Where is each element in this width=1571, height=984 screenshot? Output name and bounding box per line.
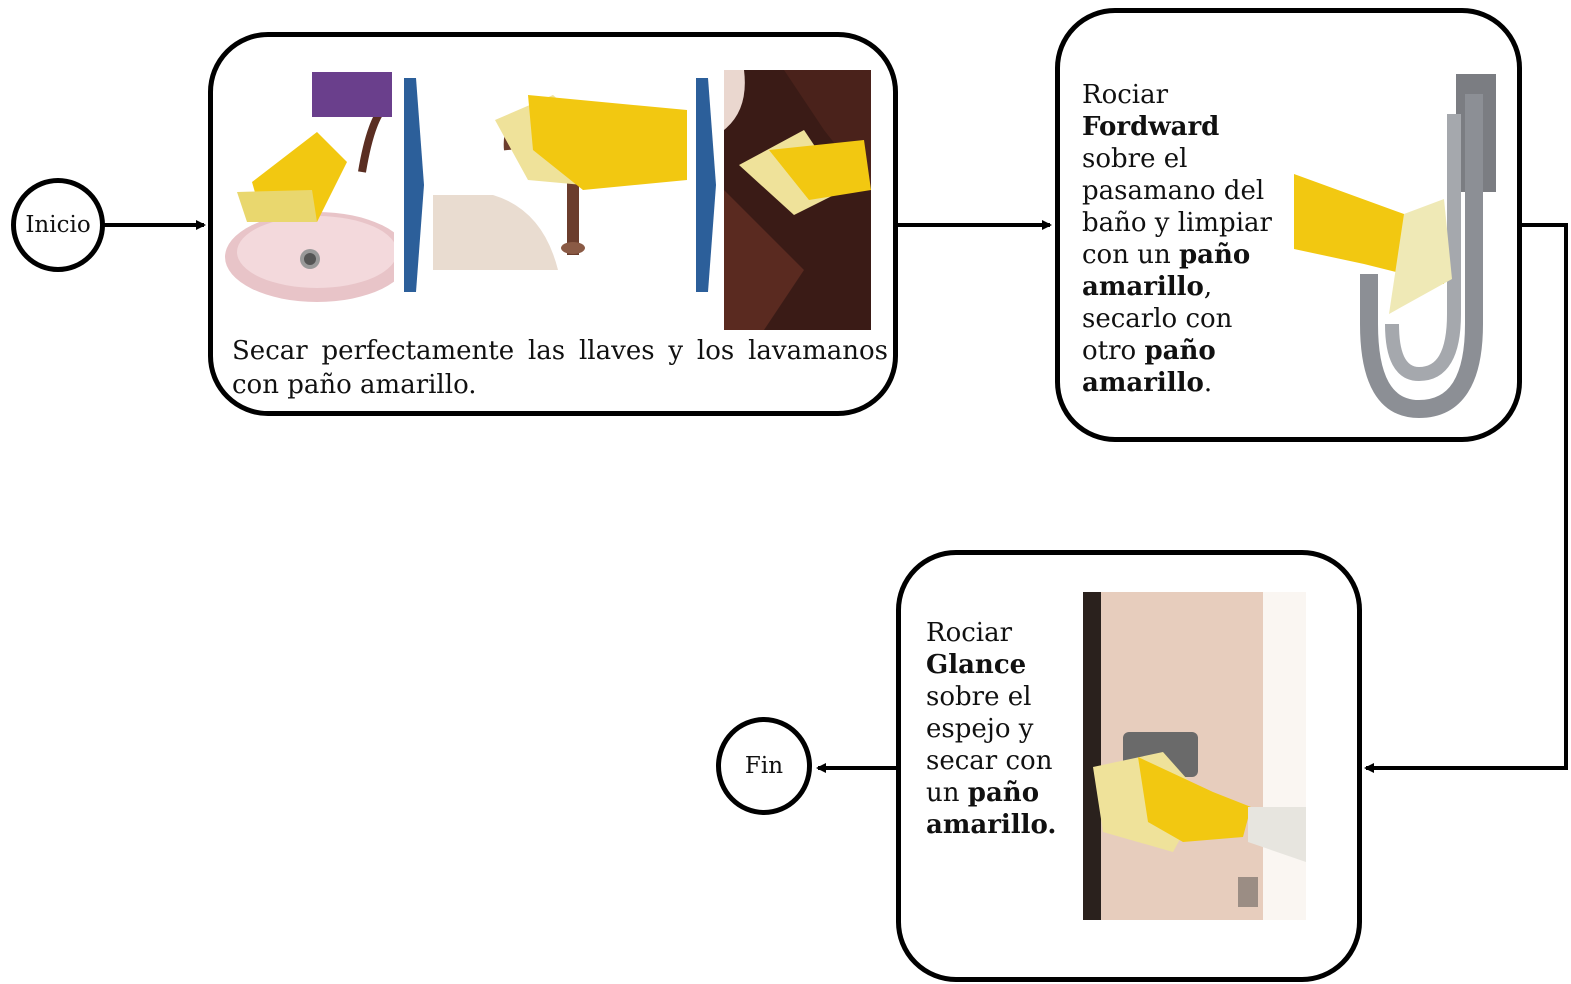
step1-caption: Secar perfectamente las llaves y los lav… [232,336,888,400]
end-label: Fin [744,753,784,779]
chevron-right-icon [404,78,424,292]
product-name: Glance [926,650,1027,680]
step3-instructions: Rociar Glance sobre el espejo y secar co… [926,618,1057,840]
product-name: Fordward [1082,112,1220,142]
sink-wiping-photo [222,72,394,302]
arrow-step2-to-step3 [1364,223,1568,773]
handrail-wiping-photo [1294,74,1502,419]
chevron-right-icon [696,78,716,292]
start-node: Inicio [11,178,105,272]
step2-instructions: Rociar Fordward sobre el pasamano del ba… [1082,80,1272,398]
counter-wiping-photo [724,70,871,330]
start-label: Inicio [25,212,91,238]
mirror-wiping-photo [1083,592,1306,920]
end-node: Fin [716,717,812,815]
faucet-drying-photo [433,90,687,272]
